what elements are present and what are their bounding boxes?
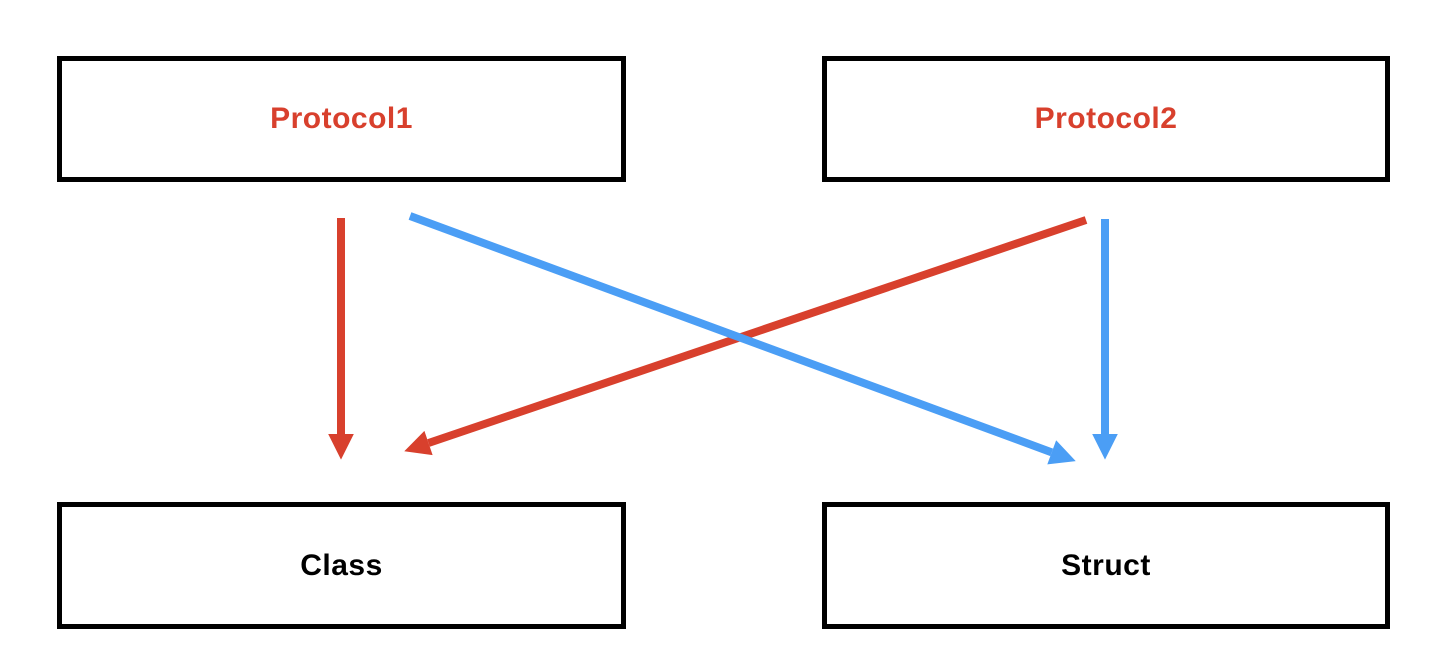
arrow-protocol2-to-class bbox=[404, 216, 1088, 456]
arrow-protocol1-to-struct bbox=[408, 212, 1076, 465]
node-protocol2-label: Protocol2 bbox=[1034, 102, 1178, 135]
node-struct: Struct bbox=[822, 502, 1390, 629]
node-class-label: Class bbox=[300, 548, 383, 582]
node-protocol1-label: Protocol1 bbox=[270, 102, 413, 135]
node-class: Class bbox=[57, 502, 626, 629]
node-protocol2: Protocol2 bbox=[822, 56, 1390, 182]
node-struct-label: Struct bbox=[1061, 548, 1151, 582]
node-protocol1: Protocol1 bbox=[57, 56, 626, 182]
